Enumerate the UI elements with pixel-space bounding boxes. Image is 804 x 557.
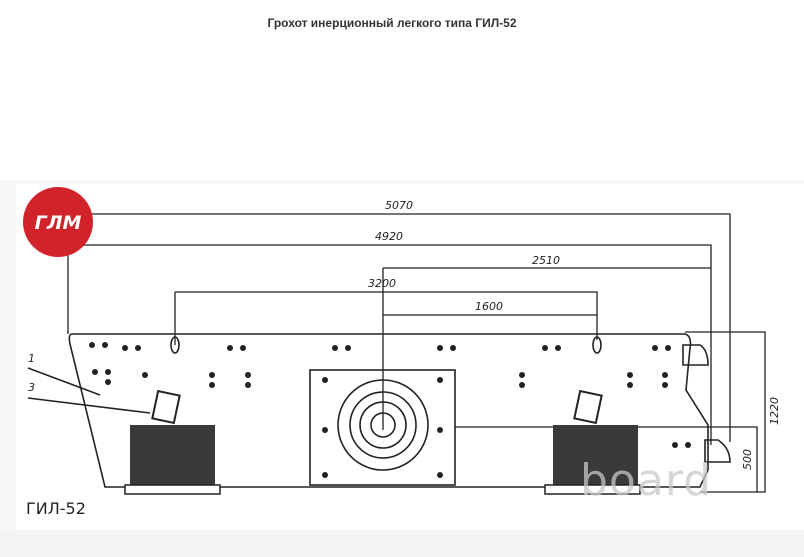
logo: ГЛМ xyxy=(23,187,93,257)
dim-4920: 4920 xyxy=(375,230,403,243)
dim-500: 500 xyxy=(741,449,754,470)
page-title: Грохот инерционный легкого типа ГИЛ-52 xyxy=(267,16,517,30)
footer-band xyxy=(0,530,804,557)
bolt-holes xyxy=(89,342,691,478)
svg-text:ГЛМ: ГЛМ xyxy=(35,212,82,234)
spring-supports xyxy=(124,389,641,495)
screen-body xyxy=(27,333,731,488)
dim-line-1220 xyxy=(685,331,766,493)
dim-1600: 1600 xyxy=(475,300,503,313)
callout-1: 1 xyxy=(28,352,35,365)
dim-line-4920 xyxy=(80,244,712,445)
dimension-lines xyxy=(67,213,766,493)
callout-3: 3 xyxy=(28,381,35,394)
dim-5070: 5070 xyxy=(385,199,413,212)
dim-3200: 3200 xyxy=(368,277,396,290)
dim-2510: 2510 xyxy=(532,254,560,267)
dim-line-3200 xyxy=(174,291,598,345)
dim-1220: 1220 xyxy=(768,397,781,425)
model-label: ГИЛ-52 xyxy=(26,499,86,518)
dim-line-5070 xyxy=(90,213,731,442)
watermark: board xyxy=(580,455,713,506)
